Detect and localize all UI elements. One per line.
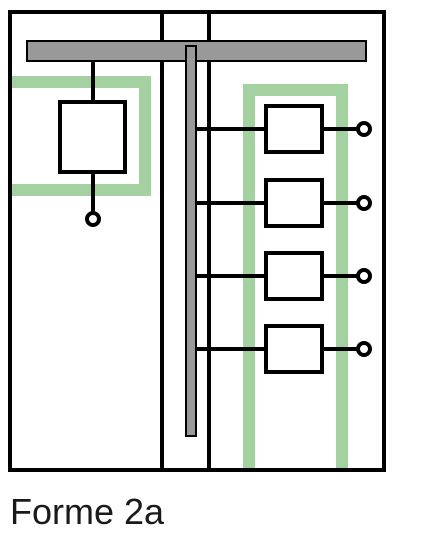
outgoing-terminal: [356, 341, 372, 357]
outgoing-unit-2: [196, 178, 372, 228]
outgoing-terminal: [356, 268, 372, 284]
partition-outgoing-units: [243, 84, 348, 470]
incoming-terminal: [85, 211, 101, 227]
outgoing-unit-3: [196, 251, 372, 301]
vertical-distribution-busbar: [185, 45, 197, 437]
enclosure-frame: [8, 10, 386, 472]
incoming-unit: [58, 61, 127, 227]
enclosure: [8, 10, 386, 472]
outgoing-units: [196, 104, 372, 374]
diagram-caption: Forme 2a: [10, 491, 165, 532]
outgoing-device-box: [264, 178, 324, 228]
busbars: [26, 40, 367, 437]
partition-left-compartment: [10, 76, 151, 196]
outgoing-unit-4: [196, 324, 372, 374]
outgoing-device-box: [264, 324, 324, 374]
partition-lines: [10, 76, 348, 470]
outgoing-device-box: [264, 104, 324, 154]
outgoing-terminal: [356, 195, 372, 211]
outgoing-unit-1: [196, 104, 372, 154]
incoming-device-box: [58, 100, 127, 174]
outgoing-terminal: [356, 121, 372, 137]
outgoing-device-box: [264, 251, 324, 301]
